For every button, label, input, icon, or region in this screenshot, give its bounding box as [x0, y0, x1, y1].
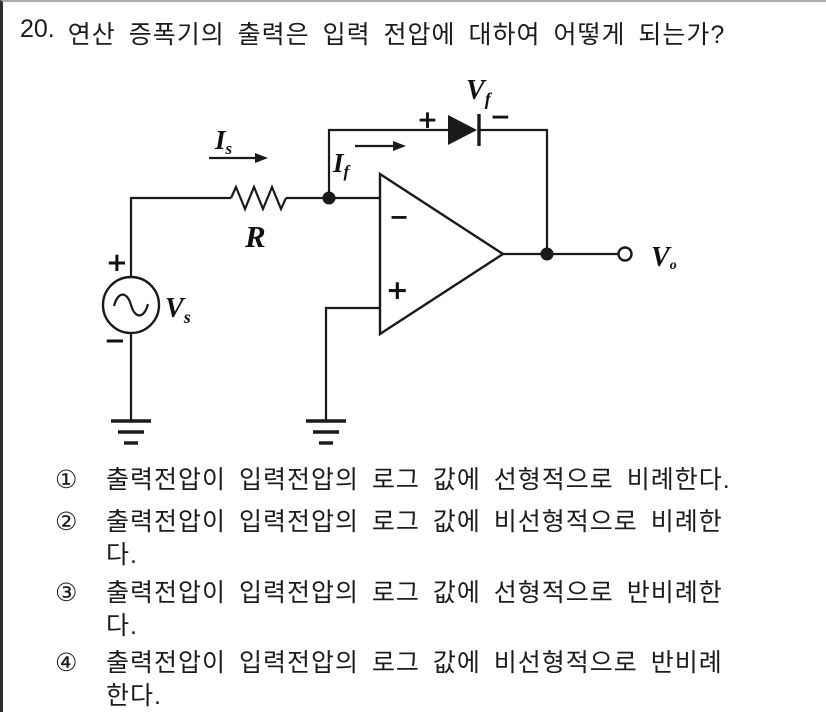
source-voltage-label: Vs: [165, 293, 191, 327]
choice-line: 출력전압이 입력전압의 로그 값에 선형적으로 반비례한: [106, 579, 723, 607]
choice-2-number: ②: [55, 508, 78, 536]
source-plus-sign: +: [106, 248, 128, 278]
diode-icon: [448, 115, 477, 145]
ground-icon-source: [111, 419, 151, 445]
choice-3-number: ③: [55, 579, 78, 607]
choice-1-text: 출력전압이 입력전압의 로그 값에 선형적으로 비례한다.: [106, 464, 731, 497]
opamp-noninverting-sign: +: [386, 275, 409, 306]
choice-2: ② 출력전압이 입력전압의 로그 값에 비선형적으로 비례한 다.: [55, 506, 723, 572]
question-number: 20.: [20, 15, 55, 43]
feedback-current-label: If: [332, 148, 352, 181]
choice-3-text: 출력전압이 입력전압의 로그 값에 선형적으로 반비례한 다.: [106, 577, 723, 643]
feedback-right-wire: [480, 128, 549, 254]
choice-2-text: 출력전압이 입력전압의 로그 값에 비선형적으로 비례한 다.: [106, 506, 723, 572]
choice-line: 한다.: [106, 682, 162, 710]
choice-line: 출력전압이 입력전압의 로그 값에 선형적으로 비례한다.: [106, 466, 731, 494]
input-current-arrowhead: [255, 153, 268, 163]
choice-1: ① 출력전압이 입력전압의 로그 값에 선형적으로 비례한다.: [55, 464, 731, 497]
question-text: 연산 증폭기의 출력은 입력 전압에 대하여 어떻게 되는가?: [67, 21, 726, 49]
circuit-diagram: R Is If Vf + − − + + −: [101, 75, 677, 445]
output-terminal-icon: [617, 246, 633, 262]
opamp-inverting-sign: −: [389, 203, 409, 231]
source-minus-sign: −: [104, 326, 126, 356]
choice-4: ④ 출력전압이 입력전압의 로그 값에 비선형적으로 반비례 한다.: [55, 647, 723, 712]
choice-line: 다.: [106, 612, 138, 640]
choice-line: 출력전압이 입력전압의 로그 값에 비선형적으로 비례한: [106, 508, 723, 536]
opamp-triangle: [378, 171, 506, 337]
diode-plus-sign: +: [417, 105, 438, 134]
input-current-label: Is: [214, 125, 233, 158]
source-to-resistor-wire: [129, 196, 231, 277]
choice-4-number: ④: [55, 649, 78, 677]
diode-voltage-label: Vf: [466, 75, 493, 109]
choice-line: 출력전압이 입력전압의 로그 값에 비선형적으로 반비례: [106, 649, 723, 677]
resistor-label: R: [244, 219, 266, 254]
choice-line: 다.: [106, 541, 138, 569]
noninverting-to-ground-wire: [324, 306, 380, 420]
node-dot-inverting: [322, 191, 336, 205]
resistor: [229, 184, 288, 212]
ground-icon-opamp: [306, 419, 346, 445]
node-dot-output: [540, 247, 554, 261]
ac-source-sine: [112, 293, 150, 317]
feedback-current-arrowhead: [393, 141, 406, 151]
choice-3: ③ 출력전압이 입력전압의 로그 값에 선형적으로 반비례한 다.: [55, 577, 723, 643]
ac-source-icon: [101, 275, 161, 335]
question: 20. 연산 증폭기의 출력은 입력 전압에 대하여 어떻게 되는가?: [20, 15, 725, 51]
feedback-left-wire: [327, 128, 448, 198]
choice-1-number: ①: [55, 466, 78, 494]
diode-minus-sign: −: [490, 102, 511, 131]
output-voltage-label: Vo: [651, 242, 677, 273]
choice-4-text: 출력전압이 입력전압의 로그 값에 비선형적으로 반비례 한다.: [106, 647, 723, 712]
